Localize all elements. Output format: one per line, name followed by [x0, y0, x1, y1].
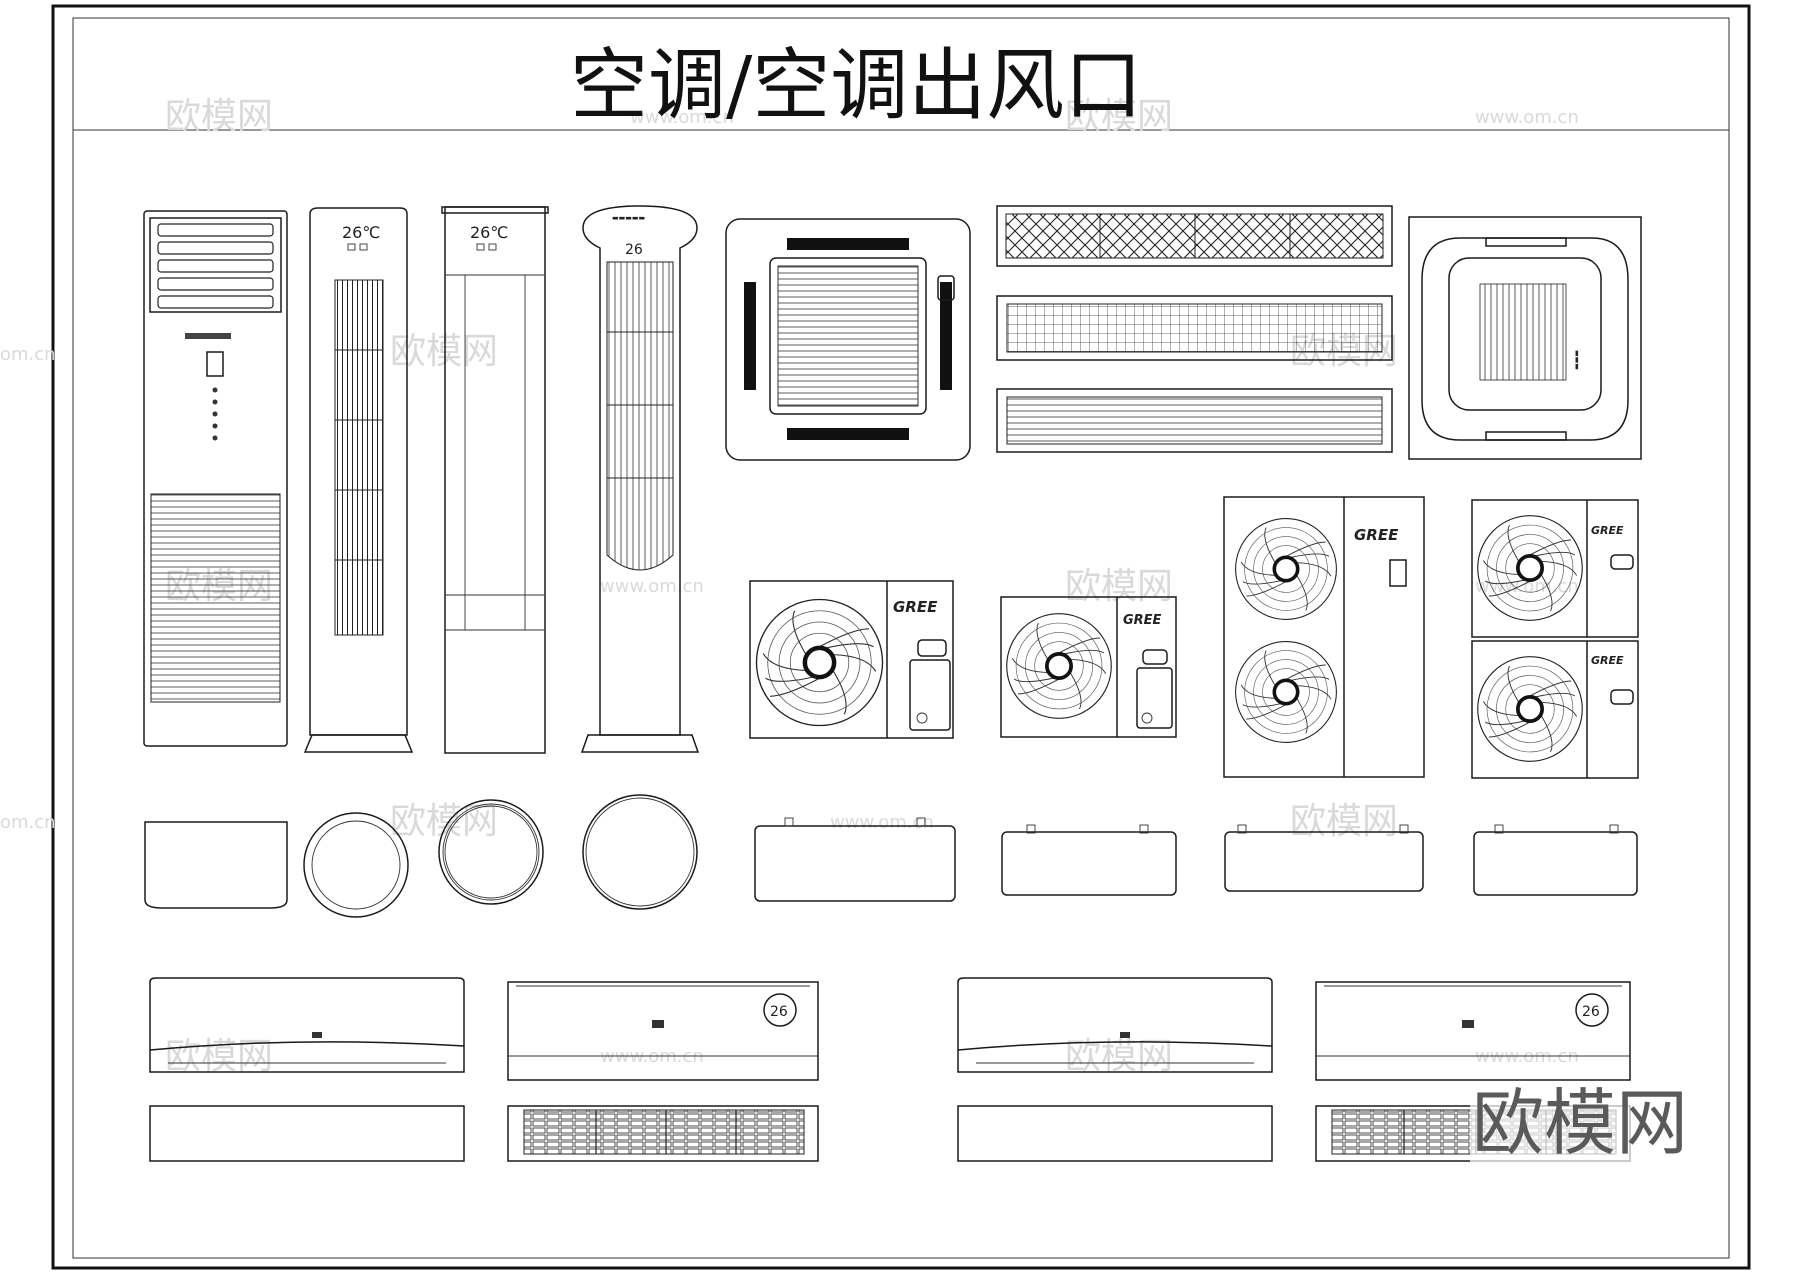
- watermark-text: 欧模网: [390, 801, 498, 842]
- watermark-url: www.om.cn: [600, 576, 704, 597]
- split-wall-unit-4: 26: [1315, 981, 1631, 1081]
- outer-frame: [51, 4, 1751, 1270]
- watermark-text: 欧模网: [1065, 96, 1173, 137]
- round-display: 26: [1582, 1004, 1600, 1020]
- split-wall-unit-1: [149, 977, 465, 1073]
- svg-text:▬▬▬: ▬▬▬: [1573, 350, 1581, 370]
- inner-frame: [72, 17, 1730, 1259]
- watermark-text: 欧模网: [165, 1036, 273, 1077]
- tower-ac-1: 26℃: [303, 207, 414, 753]
- outdoor-unit-2: GREE: [1000, 596, 1177, 738]
- cassette-round: ▬▬▬: [1408, 216, 1642, 460]
- watermark-text: 欧模网: [165, 96, 273, 137]
- temperature-readout: 26℃: [470, 223, 508, 242]
- watermark-text: 欧模网: [1290, 801, 1398, 842]
- watermark-text: 欧模网: [1065, 566, 1173, 607]
- tower-ac-2: 26℃: [441, 206, 549, 754]
- ceiling-vent-lattice: [996, 205, 1393, 267]
- watermark-url: www.om.cn: [1475, 107, 1579, 128]
- watermark-url: www.om.cn: [1475, 1046, 1579, 1067]
- watermark-url-short: om.cn: [0, 344, 56, 365]
- split-wall-unit-3-bottom: [957, 1105, 1273, 1162]
- brand-logo: GREE: [1591, 654, 1624, 667]
- watermark-logo: 欧模网: [1472, 1081, 1688, 1165]
- watermark-url: www.om.cn: [630, 107, 734, 128]
- round-display: 26: [770, 1004, 788, 1020]
- outdoor-unit-dual-fan: GREE: [1223, 496, 1425, 778]
- watermark-text: 欧模网: [390, 331, 498, 372]
- watermark-url: www.om.cn: [830, 812, 934, 833]
- watermark-url: www.om.cn: [1475, 576, 1579, 597]
- round-display: 26: [625, 242, 643, 258]
- svg-text:▬▬▬▬▬: ▬▬▬▬▬: [612, 214, 645, 222]
- brand-logo: GREE: [893, 598, 938, 616]
- outdoor-unit-1: GREE: [749, 580, 954, 739]
- split-wall-unit-1-bottom: [149, 1105, 465, 1162]
- top-view-row: [144, 794, 1638, 918]
- ceiling-vent-linear: [996, 388, 1393, 453]
- ceiling-vent-grid: [996, 295, 1393, 361]
- brand-logo: GREE: [1123, 613, 1162, 628]
- split-wall-unit-2-bottom: [507, 1105, 819, 1162]
- temperature-readout: 26℃: [342, 223, 380, 242]
- split-wall-unit-2: 26: [507, 981, 819, 1081]
- outdoor-unit-stacked: GREE GREE: [1471, 499, 1639, 779]
- brand-logo: GREE: [1591, 524, 1624, 537]
- split-wall-unit-3: [957, 977, 1273, 1073]
- watermark-url: www.om.cn: [600, 1046, 704, 1067]
- page-title: 空调/空调出风口: [570, 41, 1142, 131]
- watermark-url-short: om.cn: [0, 812, 56, 833]
- cassette-4way: [725, 218, 971, 461]
- brand-logo: GREE: [1354, 526, 1399, 544]
- tower-ac-3: ▬▬▬▬▬ 26: [580, 205, 700, 753]
- floor-ac-cabinet: [143, 210, 288, 747]
